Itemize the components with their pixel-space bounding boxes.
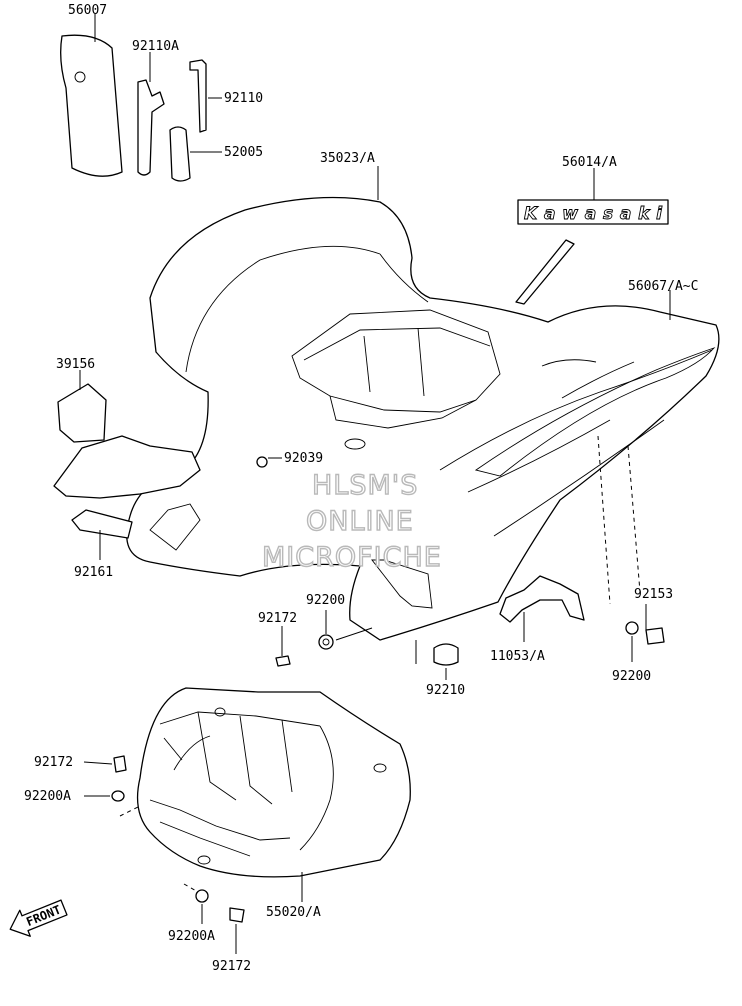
part-92200-washer-right — [625, 621, 639, 635]
label-92172-left: 92172 — [34, 755, 73, 770]
label-92110A: 92110A — [132, 39, 179, 54]
part-92172-bolt-left — [113, 755, 127, 773]
watermark: HLSM'S ONLINE MICROFICHE — [261, 469, 442, 573]
part-inner-flap — [53, 435, 201, 499]
svg-text:ONLINE: ONLINE — [306, 506, 414, 537]
part-92200A-washer-left — [111, 790, 125, 802]
label-35023A: 35023/A — [320, 151, 375, 166]
part-92172-bolt-bottom — [229, 907, 245, 923]
part-92200-washer — [318, 634, 334, 650]
label-55020A: 55020/A — [266, 905, 321, 920]
leader-lines — [79, 14, 671, 954]
label-92153: 92153 — [634, 587, 673, 602]
label-56007: 56007 — [68, 3, 107, 18]
label-11053A: 11053/A — [490, 649, 545, 664]
part-92110-hex-key — [189, 59, 207, 133]
part-55020A-mudguard — [136, 687, 411, 878]
label-92172-bottom: 92172 — [212, 959, 251, 974]
part-92153-bolt — [645, 627, 665, 645]
part-92172-bolt-upper — [275, 655, 291, 667]
front-arrow: FRONT — [9, 899, 68, 937]
part-56007-cover — [60, 34, 123, 177]
label-92039: 92039 — [284, 451, 323, 466]
part-92210-grommet — [433, 643, 459, 666]
part-39156-pad — [57, 383, 107, 443]
label-39156: 39156 — [56, 357, 95, 372]
label-92161: 92161 — [74, 565, 113, 580]
label-52005: 52005 — [224, 145, 263, 160]
part-92110A-wrench — [137, 79, 165, 176]
part-92200A-washer-bottom — [195, 889, 209, 903]
label-92200-upper: 92200 — [306, 593, 345, 608]
svg-text:MICROFICHE: MICROFICHE — [262, 542, 442, 573]
part-number-labels: 56007 92110A 92110 52005 35023/A 56014/A… — [24, 3, 698, 974]
label-92200A-left: 92200A — [24, 789, 71, 804]
label-56067A: 56067/A~C — [628, 279, 698, 294]
arrow-indicator — [515, 239, 575, 305]
label-92172-upper: 92172 — [258, 611, 297, 626]
label-92110: 92110 — [224, 91, 263, 106]
part-56014A-emblem: Kawasaki — [517, 199, 669, 225]
label-92210: 92210 — [426, 683, 465, 698]
part-52005-sleeve — [169, 126, 191, 182]
part-35023A-rear-fender — [126, 196, 720, 641]
label-56014A: 56014/A — [562, 155, 617, 170]
part-11053A-bracket — [499, 575, 585, 623]
part-92039-screw — [256, 456, 268, 468]
brand-logo-text: Kawasaki — [524, 204, 663, 224]
svg-text:HLSM'S: HLSM'S — [312, 470, 418, 501]
part-92161-block — [71, 509, 133, 539]
label-92200A-bottom: 92200A — [168, 929, 215, 944]
label-92200-right: 92200 — [612, 669, 651, 684]
